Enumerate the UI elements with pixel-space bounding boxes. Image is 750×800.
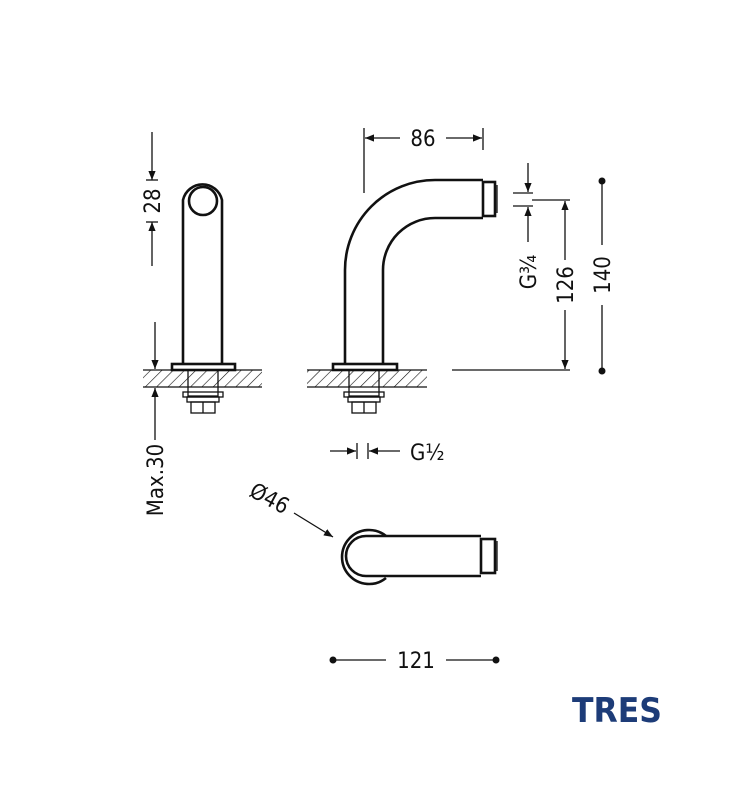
dim-28: 28: [141, 188, 166, 213]
dimension-total-height: 140: [591, 177, 616, 375]
dimension-reach: 86: [363, 127, 484, 193]
dim-121: 121: [397, 649, 435, 674]
countertop-section: [307, 370, 427, 387]
dim-46: Ø46: [245, 479, 293, 520]
dimension-inlet-thread: G½: [330, 441, 445, 466]
front-view: [307, 178, 498, 414]
countertop-section: [143, 370, 262, 387]
dim-126: 126: [554, 266, 579, 304]
dimension-head-height: 28: [141, 132, 166, 266]
tres-logo: TRES: [572, 691, 662, 731]
dim-max30: Max.30: [144, 444, 169, 516]
dim-86: 86: [410, 127, 435, 152]
dim-g34: G¾: [517, 255, 542, 290]
dimension-total-length: 121: [329, 649, 500, 674]
dimension-max-thickness: Max.30: [144, 322, 169, 516]
dimension-base-diameter: Ø46: [245, 479, 334, 538]
dimension-outlet-height: 126: [452, 199, 579, 371]
dimension-outlet-thread: G¾: [513, 163, 542, 289]
dim-g12: G½: [410, 441, 445, 466]
side-view: [143, 183, 262, 414]
dim-140: 140: [591, 256, 616, 294]
top-view: [340, 528, 498, 586]
